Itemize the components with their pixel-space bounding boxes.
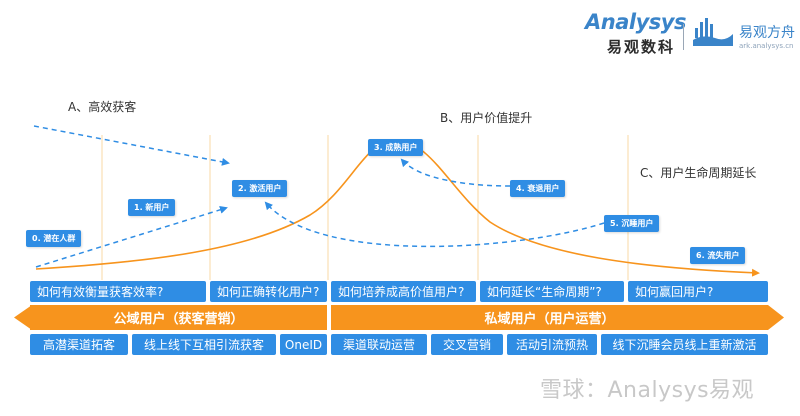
tactic-cross-marketing: 交叉营销 [431, 334, 503, 355]
tactic-oneid: OneID [280, 334, 327, 355]
flow-arrow-potential-to-new [35, 205, 228, 268]
section-title-b: B、用户价值提升 [440, 111, 533, 125]
watermark: 雪球：Analysys易观 [540, 378, 755, 403]
private-domain-band: 私域用户（用户运营） [331, 305, 768, 330]
tactic-high-potential-channels: 高潜渠道拓客 [30, 334, 128, 355]
question-conversion: 如何正确转化用户? [210, 281, 327, 302]
bar-chart-icon [693, 18, 733, 46]
node-churned-users: 6. 流失用户 [690, 247, 746, 264]
node-new-users: 1. 新用户 [128, 199, 176, 216]
section-title-a: A、高效获客 [68, 100, 137, 114]
tactic-reactivation: 线下沉睡会员线上重新激活 [601, 334, 768, 355]
public-domain-band: 公域用户（获客营销） [30, 305, 327, 330]
ark-logo-url: ark.analysys.cn [739, 42, 794, 50]
band-left-arrowhead [14, 305, 32, 330]
ark-logo-cn: 易观方舟 [739, 25, 795, 41]
tactic-online-offline: 线上线下互相引流获客 [132, 334, 276, 355]
node-declining-users: 4. 衰退用户 [510, 180, 566, 197]
tactic-channel-operation: 渠道联动运营 [331, 334, 427, 355]
logo-divider [683, 24, 684, 50]
brand-logo: Analysys 易观数科 易观方舟 ark.analysys.cn [575, 6, 795, 62]
flow-arrow-decline-to-mature [400, 158, 511, 187]
tactic-event-warmup: 活动引流预热 [507, 334, 597, 355]
question-acquisition-efficiency: 如何有效衡量获客效率? [30, 281, 206, 302]
question-high-value: 如何培养成高价值用户? [331, 281, 476, 302]
node-mature-users: 3. 成熟用户 [368, 139, 424, 156]
question-win-back: 如何赢回用户? [628, 281, 768, 302]
analysys-logo-text: Analysys [585, 10, 686, 34]
analysys-logo-cn: 易观数科 [607, 38, 676, 56]
stage-dividers [101, 135, 629, 280]
flow-arrow-sleep-to-active [264, 201, 605, 248]
band-right-arrowhead [768, 305, 784, 330]
node-active-users: 2. 激活用户 [232, 180, 288, 197]
section-title-c: C、用户生命周期延长 [640, 166, 757, 180]
flow-arrow-acquisition [33, 125, 230, 166]
question-extend-lifecycle: 如何延长“生命周期”? [480, 281, 624, 302]
node-potential-users: 0. 潜在人群 [26, 230, 82, 247]
node-dormant-users: 5. 沉睡用户 [604, 215, 660, 232]
